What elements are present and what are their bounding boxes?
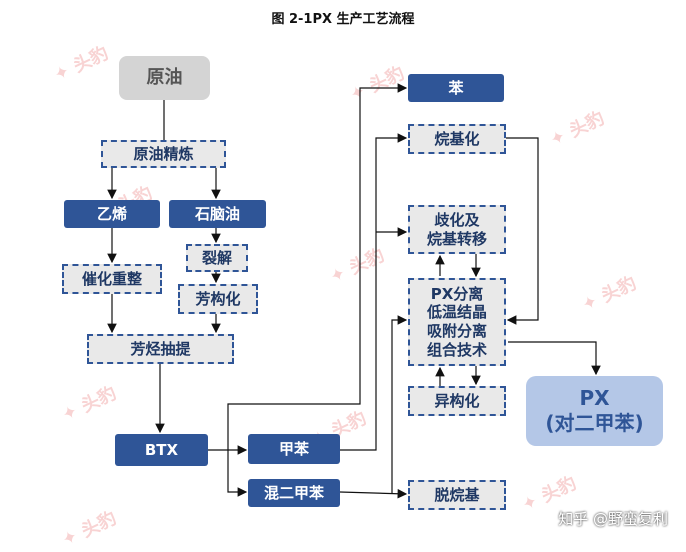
node-alkylation: 烷基化 xyxy=(408,124,506,154)
node-disproportionation: 歧化及 烷基转移 xyxy=(408,205,506,254)
node-isomerization: 异构化 xyxy=(408,386,506,416)
node-naphtha: 石脑油 xyxy=(169,200,266,228)
edge-toluene-benzene xyxy=(227,83,408,450)
node-catalytic-reforming: 催化重整 xyxy=(62,264,162,294)
node-toluene: 甲苯 xyxy=(248,434,340,464)
node-crude-oil: 原油 xyxy=(119,56,210,100)
node-dealkylation: 脱烷基 xyxy=(408,480,506,510)
node-px-separation: PX分离 低温结晶 吸附分离 组合技术 xyxy=(408,278,506,366)
edge-xylene-dealkylation xyxy=(339,488,408,499)
edge-xylene-separation xyxy=(391,315,408,494)
node-ethylene: 乙烯 xyxy=(64,200,160,228)
edge-separation-px xyxy=(508,341,601,376)
node-cracking: 裂解 xyxy=(186,244,248,272)
node-mixed-xylene: 混二甲苯 xyxy=(248,479,340,507)
edge-alkylation-separation xyxy=(506,137,539,325)
edge-toluene-alkylation xyxy=(340,133,408,451)
edge-btx-xylene xyxy=(227,450,248,497)
node-btx: BTX xyxy=(115,434,208,466)
node-aromatics-extraction: 芳烃抽提 xyxy=(87,334,234,364)
node-benzene: 苯 xyxy=(408,74,504,102)
figure-title: 图 2-1PX 生产工艺流程 xyxy=(271,12,415,27)
node-aromatization: 芳构化 xyxy=(178,284,258,314)
node-px-output: PX (对二甲苯) xyxy=(526,376,663,446)
node-refining: 原油精炼 xyxy=(101,140,226,168)
source-credit: 知乎 @野蛮复利 xyxy=(558,510,668,528)
